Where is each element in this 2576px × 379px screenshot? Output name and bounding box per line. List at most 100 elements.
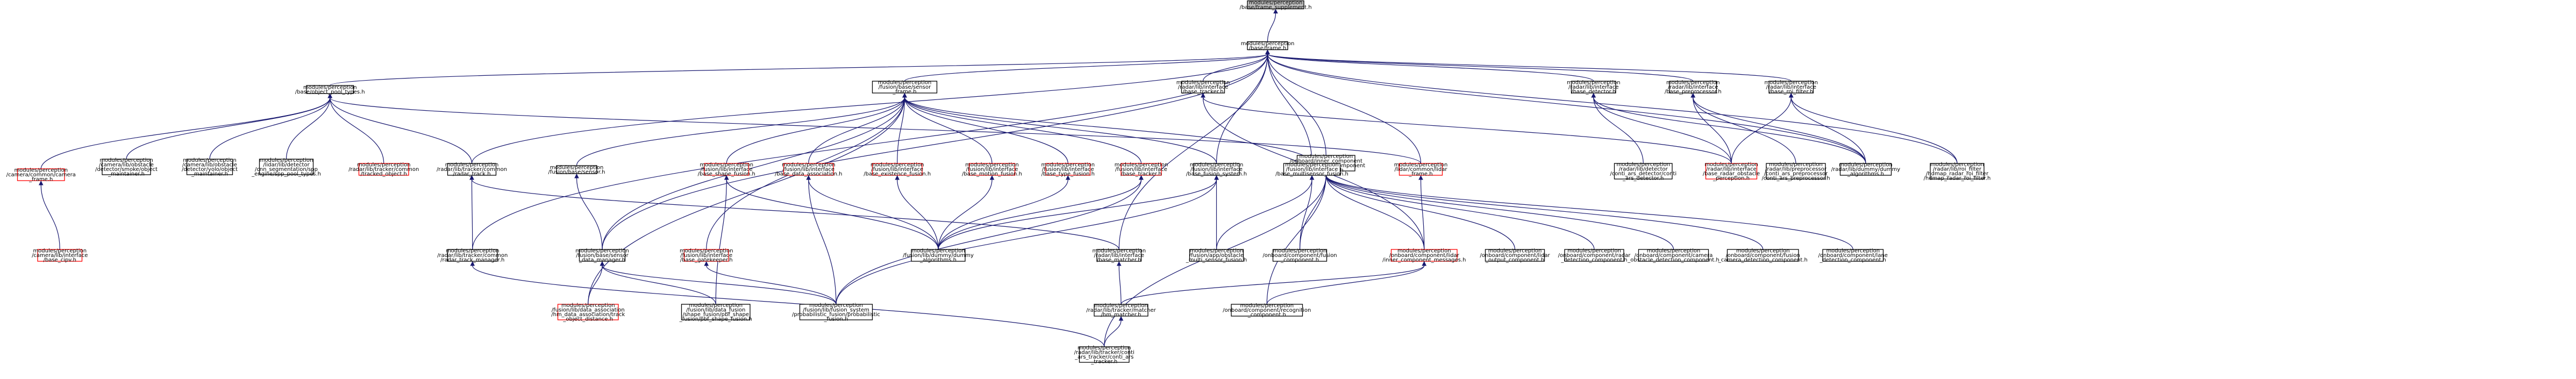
edge-line — [1693, 97, 1796, 164]
node-label-line: modules/perception — [1839, 162, 1893, 168]
graph-node-fusionshape[interactable]: modules/perception/fusion/lib/interface/… — [698, 162, 755, 177]
graph-node-radartrackmgr[interactable]: modules/perception/radar/lib/tracker/com… — [437, 248, 508, 263]
graph-node-contiarstracker[interactable]: modules/perception/radar/lib/tracker/con… — [1074, 345, 1134, 365]
graph-node-fusiontracker[interactable]: modules/perception/fusion/lib/interface/… — [1115, 162, 1168, 177]
graph-node-fusiondataassoc[interactable]: modules/perception/fusion/lib/interface/… — [775, 162, 842, 177]
node-label-line: modules/perception — [1041, 162, 1095, 168]
graph-node-radardetector[interactable]: modules/perception/radar/lib/interface/b… — [1567, 80, 1621, 95]
graph-node-cnnseg[interactable]: modules/perception/lidar/lib/detector/cn… — [251, 158, 321, 177]
edge-line — [1267, 54, 1866, 164]
edge-line — [904, 97, 1142, 164]
edge-line — [808, 97, 905, 164]
edge-line — [938, 179, 1068, 250]
edge-arrowhead — [1418, 175, 1423, 180]
node-label-line: /radar_track_manager.h — [440, 258, 504, 263]
graph-node-probfusion[interactable]: modules/perception/fusion/lib/fusion_sys… — [792, 303, 880, 323]
graph-node-onboardfusion[interactable]: modules/perception/onboard/component/fus… — [1262, 248, 1337, 263]
graph-node-cameraobstacle[interactable]: modules/perception/onboard/component/cam… — [1627, 248, 1719, 263]
edge-line — [1299, 175, 1326, 250]
graph-node-lanedet[interactable]: modules/perception/onboard/component/lan… — [1818, 248, 1888, 263]
graph-node-lidaroutput[interactable]: modules/perception/onboard/component/lid… — [1480, 248, 1550, 263]
graph-node-hmassoc[interactable]: modules/perception/fusion/lib/data_assoc… — [551, 303, 625, 323]
node-label-line: _maintainer.h — [191, 171, 228, 177]
node-label-line: modules/perception — [1930, 162, 1984, 168]
node-label-line: modules/perception — [1826, 248, 1880, 254]
graph-node-cameraframe[interactable]: modules/perception/camera/common/camera_… — [6, 168, 76, 183]
node-box — [1839, 163, 1892, 176]
graph-node-fusionmotion[interactable]: modules/perception/fusion/lib/interface/… — [962, 162, 1022, 177]
graph-node-radarpreproc[interactable]: modules/perception/radar/lib/interface/b… — [1665, 80, 1722, 95]
edge-arrowhead — [902, 92, 907, 98]
node-label-line: /base_shape_fusion.h — [698, 171, 755, 177]
edge-arrowhead — [600, 261, 605, 266]
graph-node-contipreproc[interactable]: modules/perception/radar/lib/preprocesso… — [1761, 162, 1830, 182]
node-label-line: modules/perception — [446, 248, 499, 254]
graph-node-gatekeeper[interactable]: modules/perception/fusion/lib/interface/… — [680, 248, 733, 263]
graph-node-fusiondummy[interactable]: modules/perception/fusion/lib/dummy/dumm… — [903, 248, 974, 263]
node-label-line: /hm_matcher.h — [1101, 312, 1141, 318]
node-label-line: modules/perception — [1764, 80, 1818, 86]
graph-node-smokeobj[interactable]: modules/perception/camera/lib/obstacle/d… — [95, 158, 158, 177]
graph-node-cameraipm[interactable]: modules/perception/camera/lib/interface/… — [32, 248, 88, 263]
graph-node-innermsgs[interactable]: modules/perception/onboard/component/lid… — [1382, 248, 1466, 263]
edge-arrowhead — [327, 93, 333, 98]
edge-line — [1118, 265, 1122, 305]
graph-node-basesensor[interactable]: modules/perception/fusion/base/sensor.h — [548, 165, 605, 175]
graph-node-radartrack[interactable]: modules/perception/radar/lib/tracker/com… — [437, 162, 507, 177]
graph-node-fusionexist[interactable]: modules/perception/fusion/lib/interface/… — [864, 162, 931, 177]
graph-node-radarmatcher[interactable]: modules/perception/radar/lib/interface/b… — [1092, 248, 1146, 263]
graph-node-pbfshape[interactable]: modules/perception/fusion/lib/data_fusio… — [679, 303, 752, 323]
node-label-line: modules/perception — [357, 162, 411, 168]
node-label-line: modules/perception — [870, 162, 924, 168]
node-label-line: modules/perception — [1736, 248, 1790, 254]
graph-node-lidarframe[interactable]: modules/perception/lidar/common/lidar_fr… — [1394, 162, 1448, 177]
node-label-line: /fusion/app/obstacle — [1189, 253, 1244, 259]
node-box — [358, 163, 409, 176]
edge-line — [938, 179, 993, 250]
edge-radarobstacle-to-radarroi — [1731, 92, 1794, 164]
graph-node-root[interactable]: modules/perception/base/frame_supplement… — [1239, 0, 1311, 10]
graph-node-contiars[interactable]: modules/perception/radar/lib/detector/co… — [1610, 162, 1676, 182]
graph-node-dummyalg[interactable]: modules/perception/radar/lib/dummy/dummy… — [1831, 162, 1900, 177]
node-box — [1181, 81, 1225, 94]
graph-node-basesensorframe[interactable]: modules/perception/fusion/base/sensor_fr… — [872, 80, 938, 95]
graph-node-obstaclemulti[interactable]: modules/perception/fusion/app/obstacle_m… — [1186, 248, 1247, 263]
graph-node-multisensor[interactable]: modules/perception/fusion/lib/interface/… — [1275, 162, 1348, 177]
graph-node-fusiontype[interactable]: modules/perception/fusion/lib/interface/… — [1041, 162, 1095, 177]
node-label-line: /base/frame_supplement.h — [1239, 4, 1311, 10]
node-label-line: /fusion/lib/dummy/dummy — [903, 253, 974, 259]
node-label-line: modules/perception — [680, 248, 733, 254]
node-box — [911, 249, 966, 262]
node-label-line: /base_roi_filter.h — [1769, 89, 1813, 95]
node-label-line: modules/perception — [1176, 80, 1230, 86]
node-label-line: /onboard/component/lidar — [1389, 253, 1460, 259]
graph-node-sensordatamgr[interactable]: modules/perception/fusion/base/sensor_da… — [575, 248, 629, 263]
edge-fusiondummy-to-fusiontype — [938, 175, 1071, 250]
graph-node-fusionsystem[interactable]: modules/perception/fusion/lib/interface/… — [1186, 162, 1247, 177]
node-label-line: /fusion/lib/interface — [1042, 167, 1094, 173]
graph-node-recognition[interactable]: modules/perception/onboard/component/rec… — [1223, 303, 1311, 318]
graph-node-radarobstacle[interactable]: modules/perception/radar/lib/interface/b… — [1703, 162, 1760, 182]
graph-node-yoloobj[interactable]: modules/perception/camera/lib/obstacle/d… — [182, 158, 238, 177]
node-label-line: _ars_detector.h — [1622, 175, 1664, 181]
graph-node-hdmaproi[interactable]: modules/perception/radar/lib/roi_filter/… — [1924, 162, 1991, 182]
graph-node-radartracker[interactable]: modules/perception/radar/lib/interface/b… — [1176, 80, 1230, 95]
graph-node-trackedobj[interactable]: modules/perception/radar/lib/tracker/com… — [348, 162, 419, 177]
node-box — [1079, 346, 1130, 363]
node-label-line: /lidar/common/lidar — [1395, 167, 1448, 173]
node-box — [872, 163, 923, 176]
graph-node-radardetcomp[interactable]: modules/perception/onboard/component/rad… — [1558, 248, 1631, 263]
node-label-line: modules/perception — [1567, 248, 1621, 254]
node-label-line: /base_tracker.h — [1121, 171, 1161, 177]
graph-node-hmmatcher[interactable]: modules/perception/radar/lib/tracker/mat… — [1086, 303, 1156, 318]
graph-node-frame[interactable]: modules/perception/base/frame.h — [1241, 41, 1295, 52]
graph-node-radarroi[interactable]: modules/perception/radar/lib/interface/b… — [1764, 80, 1818, 95]
edge-line — [1593, 97, 1644, 164]
node-label-line: /radar/lib/tracker/matcher — [1086, 308, 1156, 313]
node-label-line: /base_preprocessor.h — [1665, 89, 1722, 95]
graph-node-fusioncamera[interactable]: modules/perception/onboard/component/fus… — [1718, 248, 1808, 263]
graph-node-objpool[interactable]: modules/perception/base/object_pool_type… — [295, 84, 365, 95]
edge-line — [1325, 175, 1853, 250]
node-label-line: modules/perception — [99, 158, 153, 163]
